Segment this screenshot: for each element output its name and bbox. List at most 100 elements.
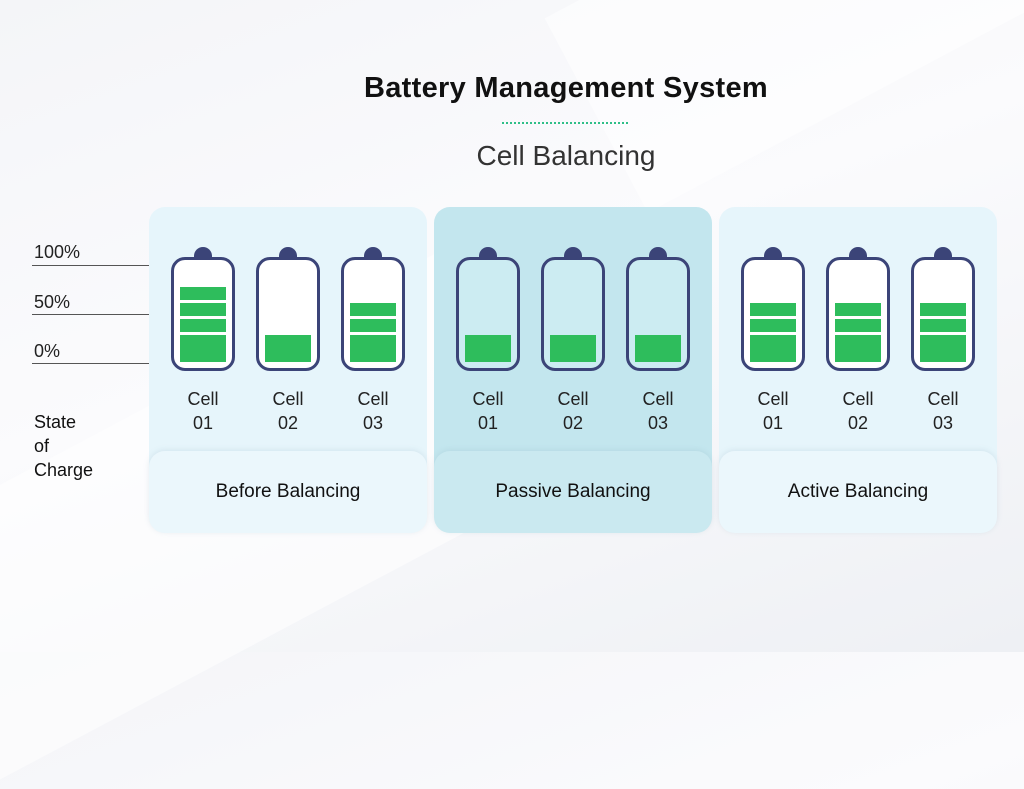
background-decoration — [544, 0, 1024, 213]
charge-segment — [920, 316, 966, 332]
battery-icon — [341, 257, 405, 371]
cell-label-line: Cell — [642, 389, 674, 409]
charge-segment — [920, 300, 966, 316]
state-of-charge-label: State of Charge — [34, 410, 93, 482]
cell-label-line: 03 — [647, 413, 669, 433]
charge-level — [265, 332, 311, 362]
battery-terminal — [934, 247, 952, 259]
charge-level — [350, 300, 396, 362]
cell-label: Cell 03 — [331, 387, 415, 435]
charge-segment — [465, 332, 511, 348]
battery-terminal — [564, 247, 582, 259]
title-divider — [502, 122, 628, 124]
charge-segment — [350, 348, 396, 362]
charge-segment — [265, 348, 311, 362]
cell-label-line: Cell — [842, 389, 874, 409]
battery-icon — [626, 257, 690, 371]
cell-label-line: 02 — [847, 413, 869, 433]
scale-line-0 — [32, 363, 166, 364]
charge-level — [180, 284, 226, 362]
page-subtitle: Cell Balancing — [476, 140, 656, 171]
charge-segment — [920, 332, 966, 348]
cell-label-line: Cell — [557, 389, 589, 409]
charge-level — [550, 332, 596, 362]
cell-label-line: Cell — [187, 389, 219, 409]
cell-label: Cell 01 — [161, 387, 245, 435]
cell-label-line: 01 — [762, 413, 784, 433]
charge-segment — [180, 332, 226, 348]
charge-segment — [750, 300, 796, 316]
charge-segment — [550, 332, 596, 348]
cell-label: Cell 01 — [446, 387, 530, 435]
cell-label-line: Cell — [357, 389, 389, 409]
charge-level — [920, 300, 966, 362]
charge-level — [835, 300, 881, 362]
cell-label-line: Cell — [927, 389, 959, 409]
cell-label-line: 01 — [477, 413, 499, 433]
charge-segment — [835, 332, 881, 348]
battery-terminal — [194, 247, 212, 259]
cell-label-line: 02 — [277, 413, 299, 433]
charge-segment — [180, 316, 226, 332]
page-title: Battery Management System — [364, 72, 768, 104]
axis-label-line: Charge — [34, 460, 94, 480]
battery-icon — [171, 257, 235, 371]
cell-label: Cell 03 — [616, 387, 700, 435]
charge-level — [750, 300, 796, 362]
charge-segment — [465, 348, 511, 362]
charge-segment — [835, 348, 881, 362]
battery-icon — [911, 257, 975, 371]
cell-label-line: 03 — [932, 413, 954, 433]
panel-label: Active Balancing — [719, 451, 997, 533]
charge-segment — [180, 300, 226, 316]
scale-line-50 — [32, 314, 166, 315]
charge-segment — [635, 332, 681, 348]
cell-label-line: Cell — [272, 389, 304, 409]
charge-segment — [750, 332, 796, 348]
battery-icon — [741, 257, 805, 371]
panel-before-balancing: Cell 01 Cell 02 Cell 03 Before Balancing — [149, 207, 427, 533]
charge-segment — [550, 348, 596, 362]
cell-label: Cell 03 — [901, 387, 985, 435]
panel-label: Passive Balancing — [434, 451, 712, 533]
charge-segment — [350, 316, 396, 332]
battery-terminal — [364, 247, 382, 259]
cell-label-line: Cell — [757, 389, 789, 409]
charge-level — [635, 332, 681, 362]
cell-label-line: Cell — [472, 389, 504, 409]
scale-line-100 — [32, 265, 166, 266]
charge-segment — [835, 316, 881, 332]
battery-icon — [826, 257, 890, 371]
battery-terminal — [849, 247, 867, 259]
charge-segment — [635, 348, 681, 362]
charge-segment — [835, 300, 881, 316]
scale-tick-50: 50% — [34, 292, 71, 312]
cell-label: Cell 02 — [816, 387, 900, 435]
battery-terminal — [649, 247, 667, 259]
charge-segment — [920, 348, 966, 362]
cell-label: Cell 01 — [731, 387, 815, 435]
battery-icon — [456, 257, 520, 371]
panel-passive-balancing: Cell 01 Cell 02 Cell 03 Passive Balancing — [434, 207, 712, 533]
cell-label: Cell 02 — [246, 387, 330, 435]
battery-icon — [256, 257, 320, 371]
charge-segment — [265, 332, 311, 348]
cell-label-line: 01 — [192, 413, 214, 433]
scale-tick-100: 100% — [34, 242, 81, 262]
charge-segment — [350, 300, 396, 316]
charge-segment — [180, 348, 226, 362]
panel-label: Before Balancing — [149, 451, 427, 533]
charge-segment — [750, 348, 796, 362]
battery-terminal — [479, 247, 497, 259]
charge-segment — [750, 316, 796, 332]
charge-level — [465, 332, 511, 362]
cell-label: Cell 02 — [531, 387, 615, 435]
battery-terminal — [279, 247, 297, 259]
cell-label-line: 03 — [362, 413, 384, 433]
panel-active-balancing: Cell 01 Cell 02 Cell 03 Active Balancing — [719, 207, 997, 533]
charge-segment — [180, 284, 226, 300]
axis-label-line: State — [34, 412, 77, 432]
battery-icon — [541, 257, 605, 371]
cell-label-line: 02 — [562, 413, 584, 433]
battery-terminal — [764, 247, 782, 259]
